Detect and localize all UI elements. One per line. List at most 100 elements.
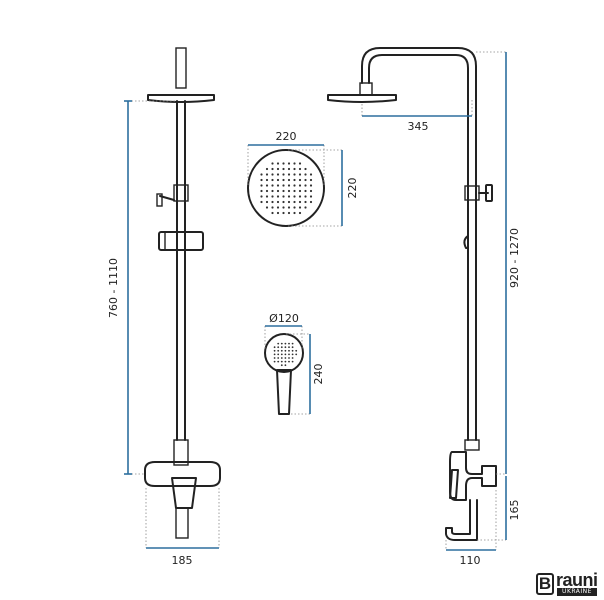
dim-label-total-height: 920 - 1270 — [508, 228, 521, 288]
brand-logo-initial: B — [536, 573, 554, 595]
nozzle-dot — [287, 189, 291, 193]
nozzle-dot — [260, 195, 263, 198]
dim-label-hand-diameter: Ø120 — [269, 312, 299, 325]
nozzle-dot — [293, 173, 296, 176]
front-overhead-shower — [147, 94, 215, 103]
dim-label-overhead-width: 220 — [276, 130, 297, 143]
nozzle-dot — [293, 167, 296, 171]
nozzle-dot — [260, 200, 263, 204]
nozzle-dot — [284, 357, 287, 359]
nozzle-dot — [276, 195, 280, 198]
nozzle-dot — [276, 178, 280, 182]
dim-label-mixer-width: 185 — [172, 554, 193, 567]
nozzle-dot — [282, 211, 285, 215]
nozzle-dot — [280, 353, 283, 356]
nozzle-dot — [291, 353, 294, 356]
hand-nozzles — [273, 342, 298, 367]
nozzle-dot — [276, 184, 280, 187]
nozzle-dot — [288, 342, 290, 345]
nozzle-dot — [276, 200, 280, 204]
nozzle-dot — [287, 206, 291, 209]
nozzle-dot — [284, 360, 287, 363]
front-diverter-knob — [156, 193, 163, 207]
nozzle-dot — [276, 206, 280, 209]
front-view: 760 - 1110 185 — [107, 47, 221, 567]
side-overhead-connector — [359, 82, 373, 96]
nozzle-dot — [293, 189, 296, 193]
dim-label-hand-length: 240 — [312, 364, 325, 385]
nozzle-dot — [277, 360, 280, 363]
nozzle-dot — [304, 200, 307, 204]
nozzle-dot — [288, 357, 290, 359]
nozzle-dot — [282, 178, 285, 182]
nozzle-dot — [273, 357, 276, 359]
nozzle-dot — [287, 195, 291, 198]
nozzle-dot — [287, 178, 291, 182]
nozzle-dot — [298, 184, 302, 187]
nozzle-dot — [309, 173, 313, 176]
brand-logo-subtitle: UKRAINE — [557, 588, 597, 596]
nozzle-dot — [282, 189, 285, 193]
nozzle-dot — [276, 173, 280, 176]
side-slide-holder — [463, 235, 469, 249]
nozzle-dot — [265, 178, 269, 182]
nozzle-dot — [304, 173, 307, 176]
nozzle-dot — [273, 346, 276, 349]
nozzle-dot — [282, 173, 285, 176]
nozzle-dot — [304, 167, 307, 171]
nozzle-dot — [260, 184, 263, 187]
nozzle-dot — [291, 357, 294, 359]
nozzle-dot — [288, 360, 290, 363]
overhead-shower-detail: 220 220 — [247, 130, 359, 227]
side-overhead-shower — [327, 94, 397, 103]
nozzle-dot — [265, 173, 269, 176]
brand-logo: B rauni UKRAINE — [536, 570, 600, 597]
nozzle-dot — [298, 189, 302, 193]
nozzle-dot — [280, 342, 283, 345]
nozzle-dot — [304, 178, 307, 182]
nozzle-dot — [287, 200, 291, 204]
nozzle-dot — [298, 162, 302, 165]
nozzle-dot — [284, 353, 287, 356]
nozzle-dot — [280, 346, 283, 349]
nozzle-dot — [288, 349, 290, 352]
nozzle-dot — [282, 162, 285, 165]
nozzle-dot — [277, 342, 280, 345]
nozzle-dot — [287, 211, 291, 215]
nozzle-dot — [291, 342, 294, 345]
dim-label-overhead-height: 220 — [346, 178, 359, 199]
nozzle-dot — [271, 167, 274, 171]
dim-label-spout-length: 110 — [460, 554, 481, 567]
nozzle-dot — [284, 342, 287, 345]
nozzle-dot — [265, 184, 269, 187]
nozzle-dot — [280, 349, 283, 352]
front-mixer-lever — [171, 477, 197, 509]
nozzle-dot — [260, 178, 263, 182]
nozzle-dot — [271, 184, 274, 187]
nozzle-dot — [282, 184, 285, 187]
nozzle-dot — [291, 346, 294, 349]
nozzle-dot — [304, 184, 307, 187]
nozzle-dot — [273, 349, 276, 352]
nozzle-dot — [293, 184, 296, 187]
nozzle-dot — [277, 357, 280, 359]
nozzle-dot — [282, 195, 285, 198]
nozzle-dot — [276, 167, 280, 171]
side-arm-inner — [368, 54, 469, 97]
nozzle-dot — [288, 353, 290, 356]
nozzle-dot — [282, 200, 285, 204]
nozzle-dot — [271, 189, 274, 193]
nozzle-dot — [271, 211, 274, 215]
nozzle-dot — [298, 200, 302, 204]
nozzle-dot — [265, 167, 269, 171]
nozzle-dot — [276, 162, 280, 165]
nozzle-dot — [271, 178, 274, 182]
dim-label-arm-length: 345 — [408, 120, 429, 133]
nozzle-dot — [293, 206, 296, 209]
nozzle-dot — [271, 206, 274, 209]
nozzle-dot — [309, 184, 313, 187]
nozzle-dot — [276, 211, 280, 215]
nozzle-dot — [282, 167, 285, 171]
dim-label-spout-height: 165 — [508, 500, 521, 521]
